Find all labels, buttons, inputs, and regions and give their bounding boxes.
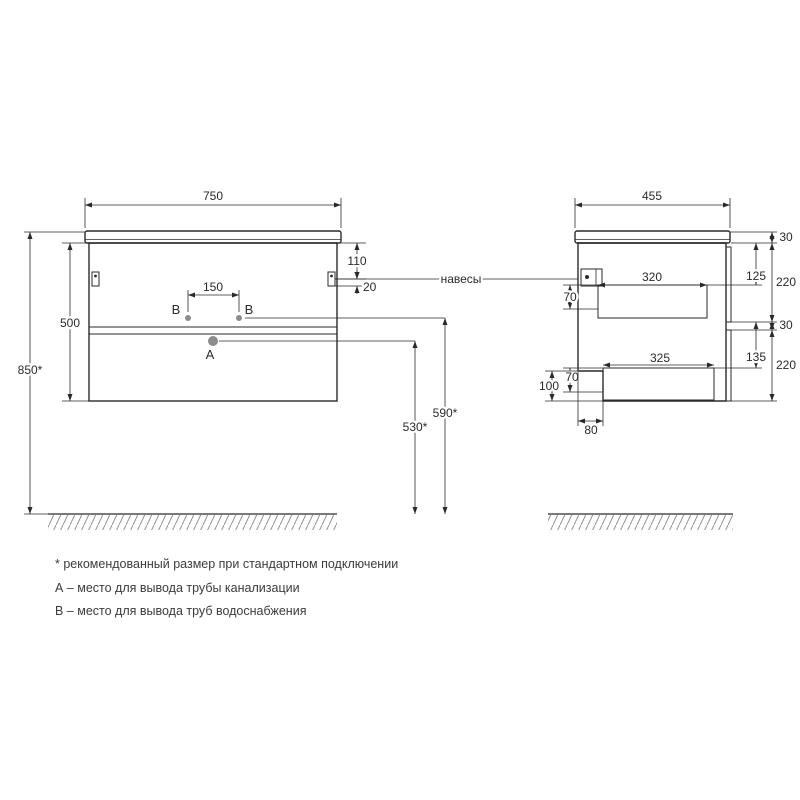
- dim-front-height: 500: [58, 242, 89, 402]
- dim-lower-clearance: 70: [563, 367, 603, 393]
- dim-side-right-column: 30 220 30 220: [726, 228, 799, 402]
- dim-135-value: 135: [746, 350, 766, 364]
- dim-30-mid-value: 30: [779, 318, 793, 332]
- floor-right-hatch: [548, 515, 733, 530]
- footnote-point-b: В – место для вывода труб водоснабжения: [55, 604, 306, 618]
- dim-install-height: 850*: [15, 231, 85, 515]
- lower-drawer-front: [725, 329, 732, 402]
- dim-lower-inner-depth: 325: [603, 349, 714, 368]
- hangers-callout: навесы: [335, 270, 578, 288]
- dim-100-value: 100: [539, 379, 559, 393]
- front-view: В В А 750 500 850* 110: [15, 187, 578, 515]
- dim-150-value: 150: [203, 280, 223, 294]
- dim-320-value: 320: [642, 270, 662, 284]
- dim-hanger-top-offset: 110: [335, 242, 369, 280]
- dim-front-width-value: 750: [203, 189, 223, 203]
- side-hanger-icon: [580, 268, 603, 287]
- upper-drawer-front: [725, 246, 732, 323]
- point-b-marker-left: [185, 315, 191, 321]
- dim-80-value: 80: [584, 423, 598, 437]
- outlet-markers: В В А: [170, 300, 256, 364]
- dim-install-height-value: 850*: [18, 363, 43, 377]
- point-a-label: А: [206, 347, 215, 362]
- footnotes: * рекомендованный размер при стандартном…: [55, 557, 398, 618]
- dim-side-depth: 455: [574, 187, 731, 228]
- dim-70-top-value: 70: [563, 290, 577, 304]
- hanger-right-icon: [327, 271, 336, 287]
- dim-recess-height: 100: [537, 370, 603, 402]
- side-cabinet-outline: [574, 230, 732, 402]
- dim-front-width: 750: [84, 187, 342, 228]
- dim-20-value: 20: [363, 280, 377, 294]
- dim-lower-inner-offset: 135: [714, 322, 769, 369]
- dim-upper-inner-offset: 125: [707, 243, 769, 286]
- dim-220-bottom-value: 220: [776, 358, 796, 372]
- point-b-label-right: В: [245, 302, 254, 317]
- dim-recess-depth: 80: [577, 371, 604, 439]
- dim-125-value: 125: [746, 269, 766, 283]
- dim-outlet-spacing: 150: [187, 278, 240, 312]
- lower-drawer-box: [602, 367, 715, 401]
- dim-drain-height: 530*: [219, 340, 430, 514]
- dim-30-top-value: 30: [779, 230, 793, 244]
- dim-455-value: 455: [642, 189, 662, 203]
- dim-530-value: 530*: [403, 420, 428, 434]
- side-cabinet-body: [577, 242, 727, 402]
- footnote-recommended-size: * рекомендованный размер при стандартном…: [55, 557, 398, 571]
- dim-110-value: 110: [347, 254, 366, 268]
- dim-hanger-side-offset: 20: [335, 271, 379, 296]
- floor-right: [548, 513, 733, 530]
- side-view: 455 30 220 30 220 125 135: [537, 187, 799, 440]
- dim-supply-height: 590*: [245, 317, 460, 514]
- dim-590-value: 590*: [433, 406, 458, 420]
- dim-325-value: 325: [650, 351, 670, 365]
- dim-upper-clearance: 70: [561, 284, 598, 310]
- point-a-marker: [208, 336, 218, 346]
- dim-220-top-value: 220: [776, 275, 796, 289]
- dim-70-bottom-value: 70: [565, 370, 579, 384]
- floor-left-hatch: [48, 515, 337, 530]
- dim-upper-inner-depth: 320: [598, 268, 707, 288]
- hangers-callout-label: навесы: [441, 272, 482, 286]
- upper-drawer-box: [597, 284, 708, 319]
- side-countertop: [574, 230, 731, 244]
- dim-front-height-value: 500: [60, 316, 80, 330]
- hanger-left-icon: [91, 271, 100, 287]
- footnote-point-a: А – место для вывода трубы канализации: [55, 581, 300, 595]
- point-b-marker-right: [236, 315, 242, 321]
- floor-left: [48, 513, 337, 530]
- front-cabinet-outline: [84, 230, 342, 402]
- point-b-label-left: В: [172, 302, 181, 317]
- front-countertop: [84, 230, 342, 244]
- front-cabinet-body: [88, 242, 338, 402]
